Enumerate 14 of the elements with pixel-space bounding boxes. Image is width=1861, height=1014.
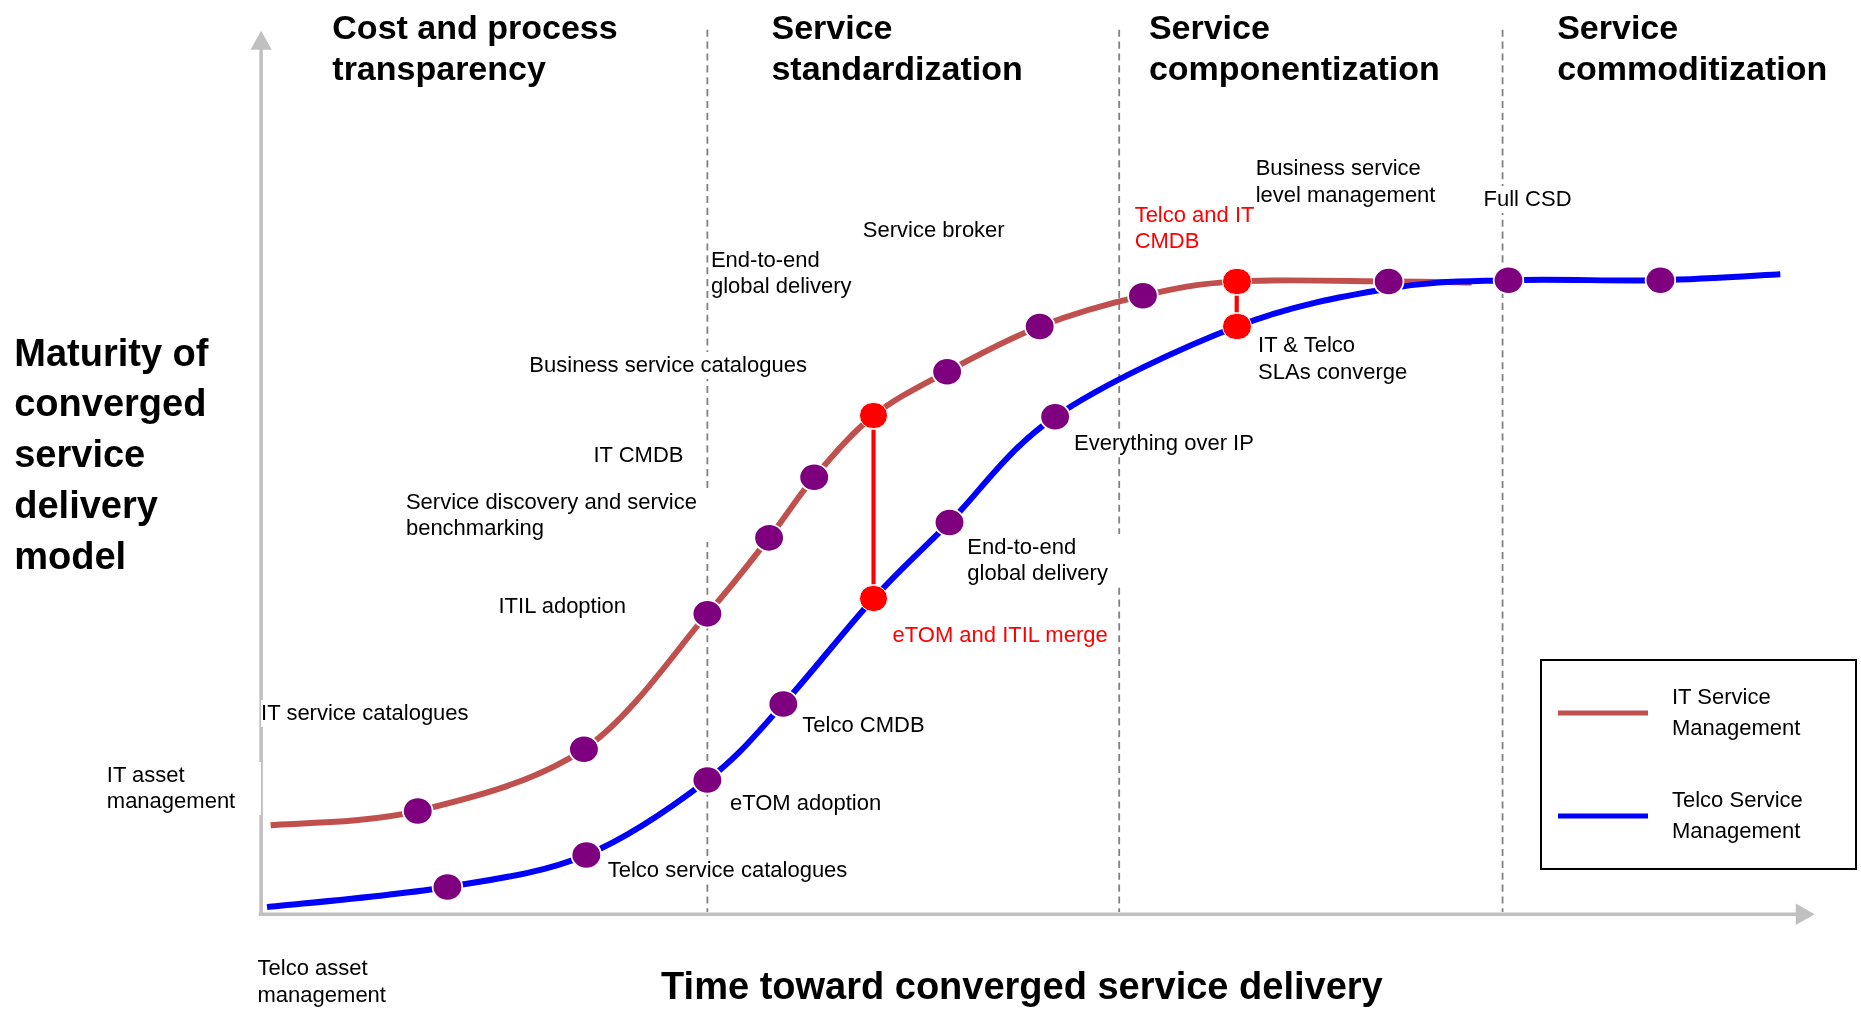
axis-title: Maturity of converged service delivery model <box>14 330 210 580</box>
phase-heading: Service componentization <box>1148 7 1441 89</box>
phase-heading: Service commoditization <box>1557 7 1829 89</box>
legend-label: IT Service Management <box>1672 682 1802 742</box>
connector-line <box>1234 295 1239 313</box>
connector-line <box>871 429 876 585</box>
milestone-label: IT asset management <box>106 761 262 815</box>
axis-title: Time toward converged service delivery <box>661 964 1383 1010</box>
phase-heading: Service standardization <box>771 7 1024 89</box>
milestone-label: IT service catalogues <box>261 700 469 727</box>
phase-heading: Cost and process transparency <box>332 7 619 89</box>
milestone-label: Business service catalogues <box>529 352 807 379</box>
milestone-label: Full CSD <box>1483 186 1572 213</box>
legend-label: Telco Service Management <box>1672 786 1804 846</box>
